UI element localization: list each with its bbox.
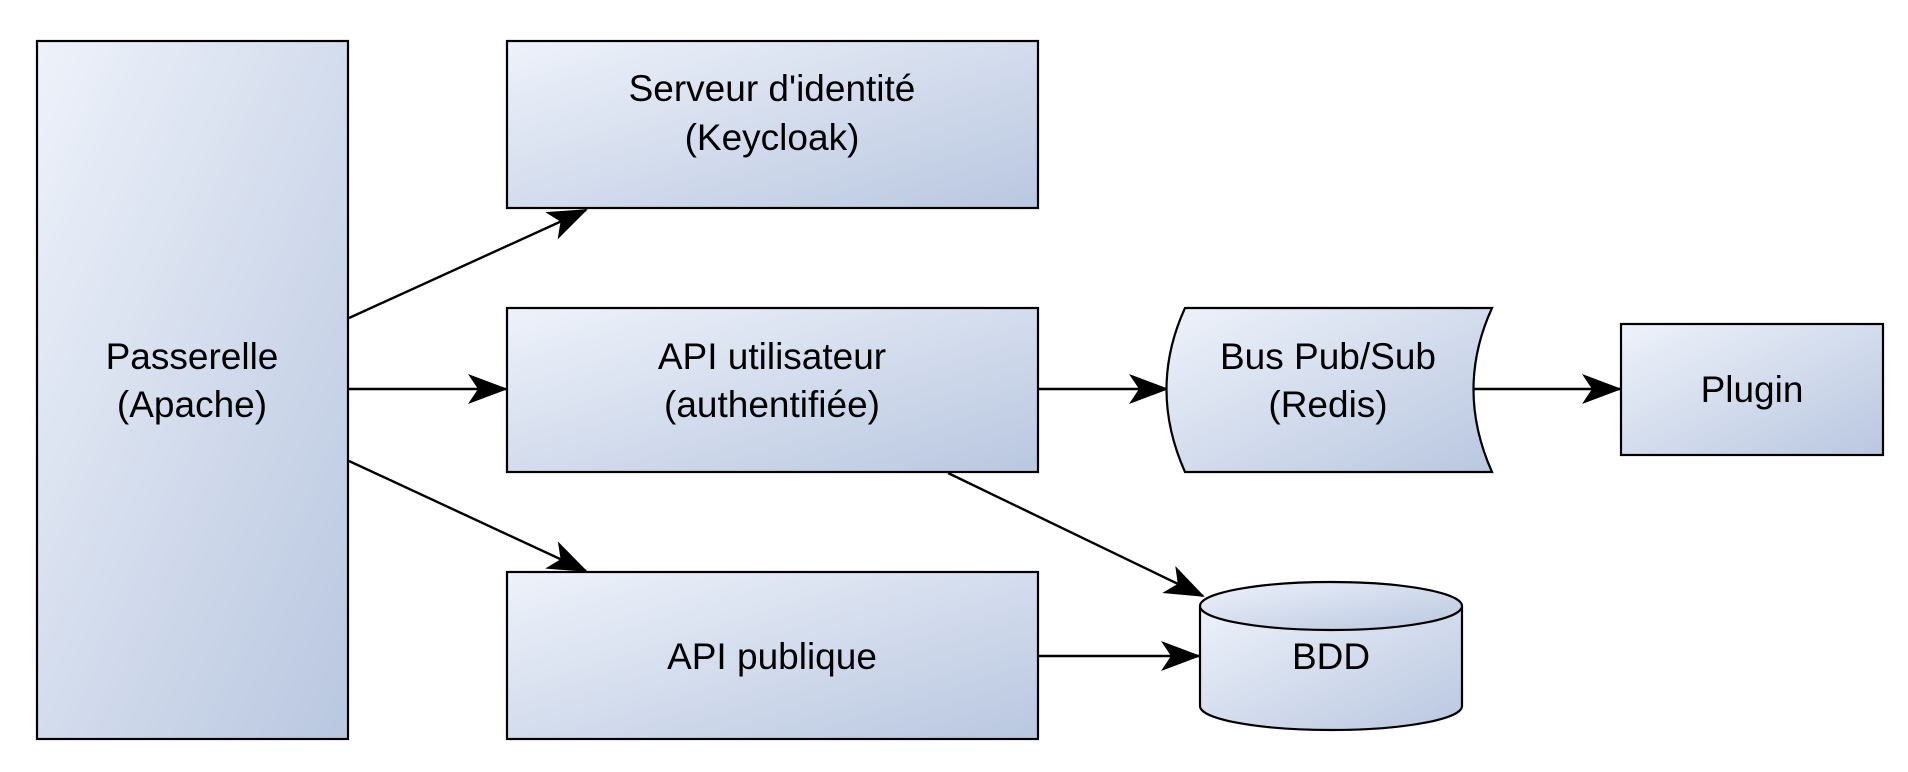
gateway-box bbox=[35, 39, 350, 741]
gateway-label-line1: Passerelle bbox=[106, 336, 279, 377]
identity-label-line1: Serveur d'identité bbox=[629, 68, 916, 109]
public-api-label: API publique bbox=[667, 636, 877, 677]
bus-label-line2: (Redis) bbox=[1268, 384, 1387, 425]
db-label: BDD bbox=[1292, 636, 1370, 677]
gateway-label-line2: (Apache) bbox=[117, 384, 267, 425]
node-public-api: API publique bbox=[505, 570, 1040, 741]
user-api-box bbox=[505, 306, 1040, 474]
edge-gateway-public-api bbox=[348, 459, 588, 573]
node-identity-server: Serveur d'identité (Keycloak) bbox=[505, 39, 1040, 210]
public-api-box bbox=[505, 570, 1040, 741]
user-api-label-line1: API utilisateur bbox=[658, 336, 886, 377]
node-db: BDD bbox=[1198, 580, 1464, 732]
node-user-api: API utilisateur (authentifiée) bbox=[505, 306, 1040, 474]
edge-gateway-identity bbox=[348, 208, 588, 320]
node-bus: Bus Pub/Sub (Redis) bbox=[1165, 306, 1494, 474]
edges bbox=[348, 208, 1622, 671]
bus-label-line1: Bus Pub/Sub bbox=[1220, 336, 1436, 377]
plugin-label: Plugin bbox=[1701, 369, 1804, 410]
user-api-label-line2: (authentifiée) bbox=[664, 384, 880, 425]
edge-user-api-db bbox=[947, 471, 1205, 598]
node-plugin: Plugin bbox=[1619, 322, 1885, 457]
db-cylinder-body bbox=[1198, 606, 1464, 732]
identity-box bbox=[505, 39, 1040, 210]
node-gateway: Passerelle (Apache) bbox=[35, 39, 350, 741]
bus-shape bbox=[1165, 306, 1494, 474]
plugin-box bbox=[1619, 322, 1885, 457]
db-cylinder-top bbox=[1198, 580, 1464, 632]
identity-label-line2: (Keycloak) bbox=[685, 117, 860, 158]
